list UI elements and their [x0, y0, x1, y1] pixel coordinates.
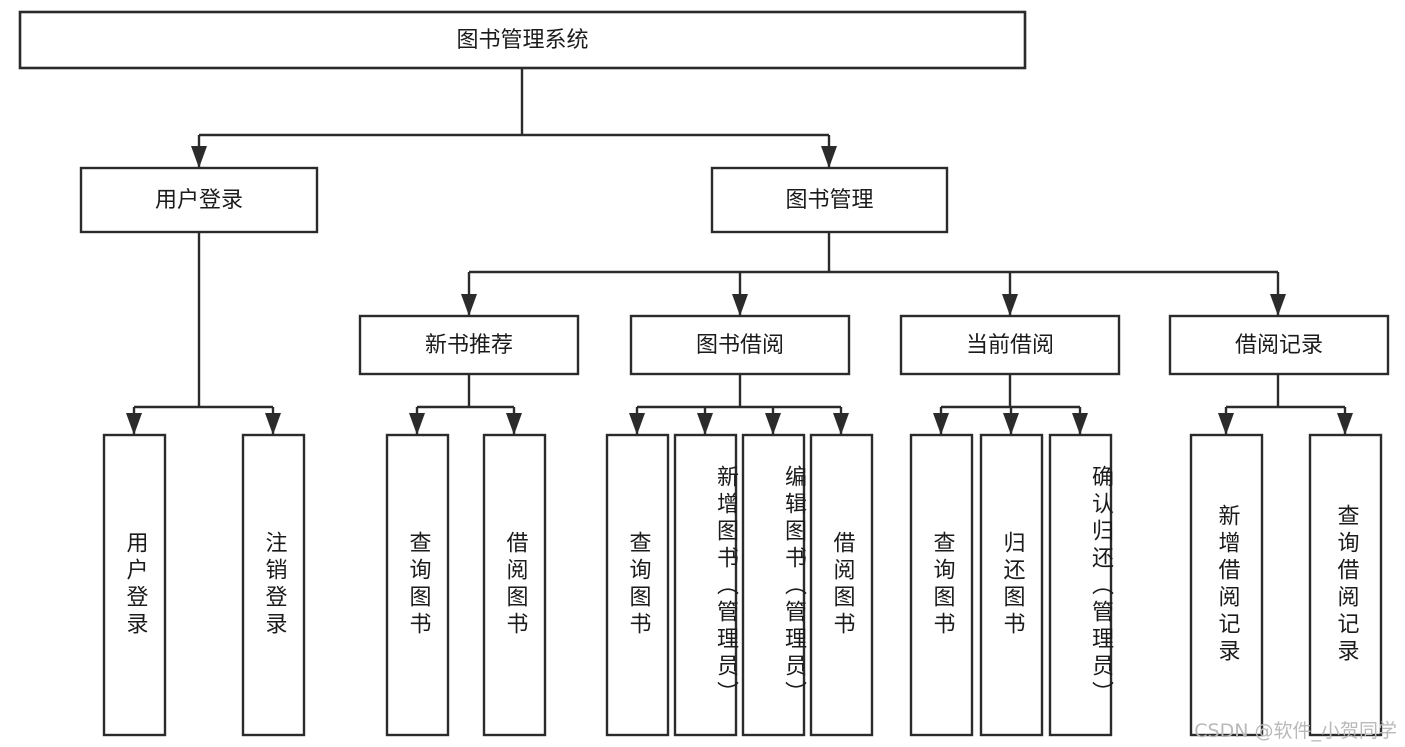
- node-book_borrow[interactable]: 图书借阅: [629, 314, 851, 376]
- arrow-head-icon: [461, 294, 477, 316]
- node-box-leaf_cb_return[interactable]: [979, 433, 1044, 737]
- node-label-new_book_rec: 新书推荐: [425, 333, 513, 358]
- arrow-head-icon: [1337, 413, 1353, 435]
- arrow-head-icon: [933, 413, 949, 435]
- arrow-head-icon: [833, 413, 849, 435]
- node-label-user_login: 用户登录: [155, 188, 243, 213]
- arrow-head-icon: [1002, 294, 1018, 316]
- node-box-borrow_record[interactable]: [1168, 314, 1390, 376]
- node-box-book_borrow[interactable]: [629, 314, 851, 376]
- node-box-leaf_bb_borrow[interactable]: [809, 433, 874, 737]
- node-box-leaf_nbr_query[interactable]: [385, 433, 450, 737]
- connector-conn-br-leaves: [1218, 374, 1353, 435]
- arrow-head-icon: [191, 146, 207, 168]
- node-label-borrow_record: 借阅记录: [1235, 333, 1323, 358]
- node-current_borrow[interactable]: 当前借阅: [899, 314, 1121, 376]
- node-label-book_manage: 图书管理: [785, 188, 873, 213]
- node-box-root[interactable]: [18, 10, 1027, 70]
- watermark-text: CSDN @软件_小贺同学: [1194, 720, 1397, 742]
- arrow-head-icon: [1218, 413, 1234, 435]
- node-box-book_manage[interactable]: [710, 166, 949, 234]
- node-box-leaf_br_query[interactable]: [1308, 433, 1383, 737]
- arrow-head-icon: [732, 294, 748, 316]
- arrow-head-icon: [765, 413, 781, 435]
- arrow-head-icon: [697, 413, 713, 435]
- node-label-root: 图书管理系统: [456, 28, 588, 53]
- node-box-leaf_bb_query[interactable]: [605, 433, 670, 737]
- node-box-new_book_rec[interactable]: [358, 314, 580, 376]
- node-box-leaf_user_login[interactable]: [102, 433, 167, 737]
- arrow-head-icon: [265, 413, 281, 435]
- connector-conn-bm-bus: [461, 232, 1286, 316]
- node-new_book_rec[interactable]: 新书推荐: [358, 314, 580, 376]
- arrow-head-icon: [1270, 294, 1286, 316]
- node-label-book_borrow: 图书借阅: [696, 333, 784, 358]
- connector-conn-bb-leaves: [629, 374, 849, 435]
- connector-conn-nbr-leaves: [409, 374, 522, 435]
- arrow-head-icon: [821, 146, 837, 168]
- node-root[interactable]: 图书管理系统: [18, 10, 1027, 70]
- node-box-leaf_bb_edit[interactable]: [741, 433, 806, 737]
- connector-conn-cb-leaves: [933, 374, 1088, 435]
- node-book_manage[interactable]: 图书管理: [710, 166, 949, 234]
- node-box-leaf_nbr_borrow[interactable]: [482, 433, 547, 737]
- arrow-head-icon: [1003, 413, 1019, 435]
- node-box-current_borrow[interactable]: [899, 314, 1121, 376]
- arrow-head-icon: [126, 413, 142, 435]
- connector-conn-ul-leaves: [126, 232, 281, 435]
- node-box-leaf_cb_confirm[interactable]: [1048, 433, 1113, 737]
- node-borrow_record[interactable]: 借阅记录: [1168, 314, 1390, 376]
- node-label-current_borrow: 当前借阅: [966, 333, 1054, 358]
- arrow-head-icon: [1072, 413, 1088, 435]
- arrow-head-icon: [409, 413, 425, 435]
- node-box-leaf_user_logout[interactable]: [241, 433, 306, 737]
- node-user_login[interactable]: 用户登录: [79, 166, 319, 234]
- arrow-head-icon: [506, 413, 522, 435]
- connectors-layer: [126, 68, 1353, 435]
- node-box-leaf_bb_add[interactable]: [673, 433, 738, 737]
- node-box-leaf_cb_query[interactable]: [909, 433, 974, 737]
- arrow-head-icon: [629, 413, 645, 435]
- connector-conn-root-bus: [191, 68, 837, 168]
- node-box-user_login[interactable]: [79, 166, 319, 234]
- node-box-leaf_br_add[interactable]: [1189, 433, 1264, 737]
